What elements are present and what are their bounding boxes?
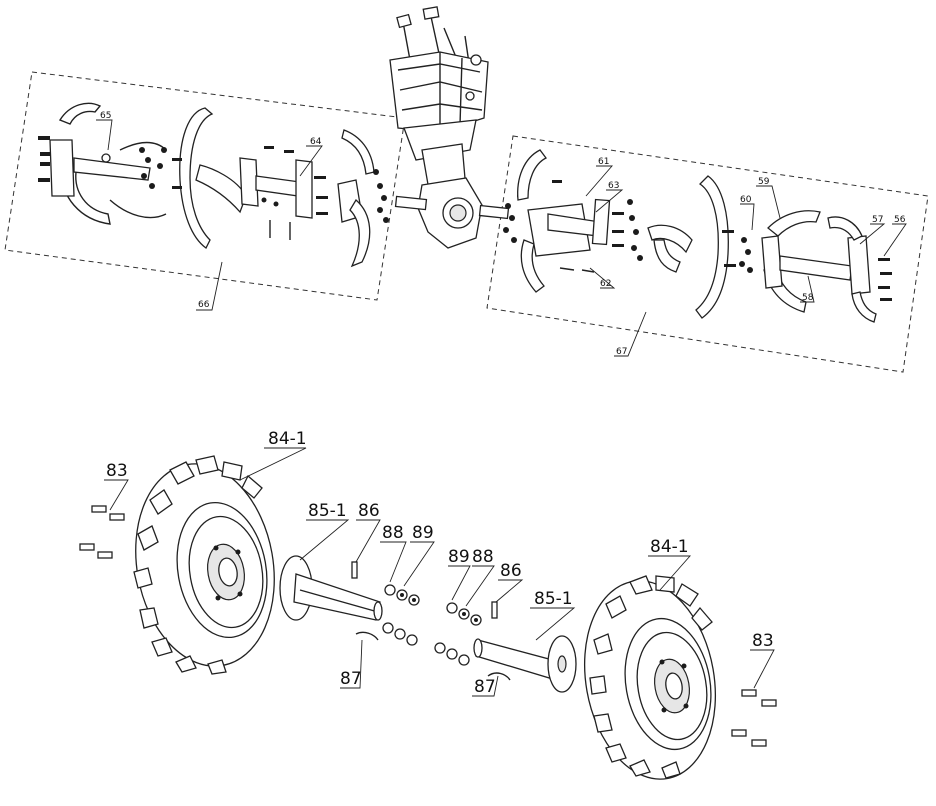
part-label-83-left: 83 <box>106 461 128 481</box>
right-tine-group-box <box>486 135 929 373</box>
part-label-89-left: 89 <box>412 523 434 543</box>
part-label-63: 63 <box>608 181 619 191</box>
part-label-84-1-left: 84-1 <box>268 429 307 449</box>
right-tine-group <box>503 149 892 323</box>
part-label-60: 60 <box>740 195 752 205</box>
bottom-leaders <box>104 447 775 697</box>
part-label-57: 57 <box>872 215 883 225</box>
right-wheel <box>583 575 717 780</box>
part-label-86-left: 86 <box>358 501 380 521</box>
left-tine-group-box <box>4 71 406 301</box>
right-bolts-83 <box>731 689 777 747</box>
part-label-56: 56 <box>894 215 906 225</box>
part-label-87-right: 87 <box>474 677 496 697</box>
gearbox <box>389 6 510 249</box>
part-label-65: 65 <box>100 111 111 121</box>
right-axle <box>473 601 577 693</box>
part-label-66: 66 <box>198 300 210 310</box>
part-label-88-right: 88 <box>472 547 494 567</box>
part-label-61: 61 <box>598 157 609 167</box>
left-tine-group <box>38 102 389 268</box>
part-label-88-left: 88 <box>382 523 404 543</box>
part-label-85-1-right: 85-1 <box>534 589 573 609</box>
left-axle <box>279 555 383 641</box>
part-label-62: 62 <box>600 279 611 289</box>
part-label-86-right: 86 <box>500 561 522 581</box>
part-label-84-1-right: 84-1 <box>650 537 689 557</box>
top-leaders <box>96 119 907 357</box>
part-label-85-1-left: 85-1 <box>308 501 347 521</box>
left-nuts-88-89 <box>382 584 420 646</box>
part-label-67: 67 <box>616 347 627 357</box>
part-label-58: 58 <box>802 293 814 303</box>
part-label-89-right: 89 <box>448 547 470 567</box>
left-bolts-83 <box>79 505 125 559</box>
left-wheel <box>133 455 275 675</box>
part-label-64: 64 <box>310 137 322 147</box>
part-label-83-right: 83 <box>752 631 774 651</box>
right-nuts-88-89 <box>434 602 482 666</box>
part-label-87-left: 87 <box>340 669 362 689</box>
part-label-59: 59 <box>758 177 770 187</box>
